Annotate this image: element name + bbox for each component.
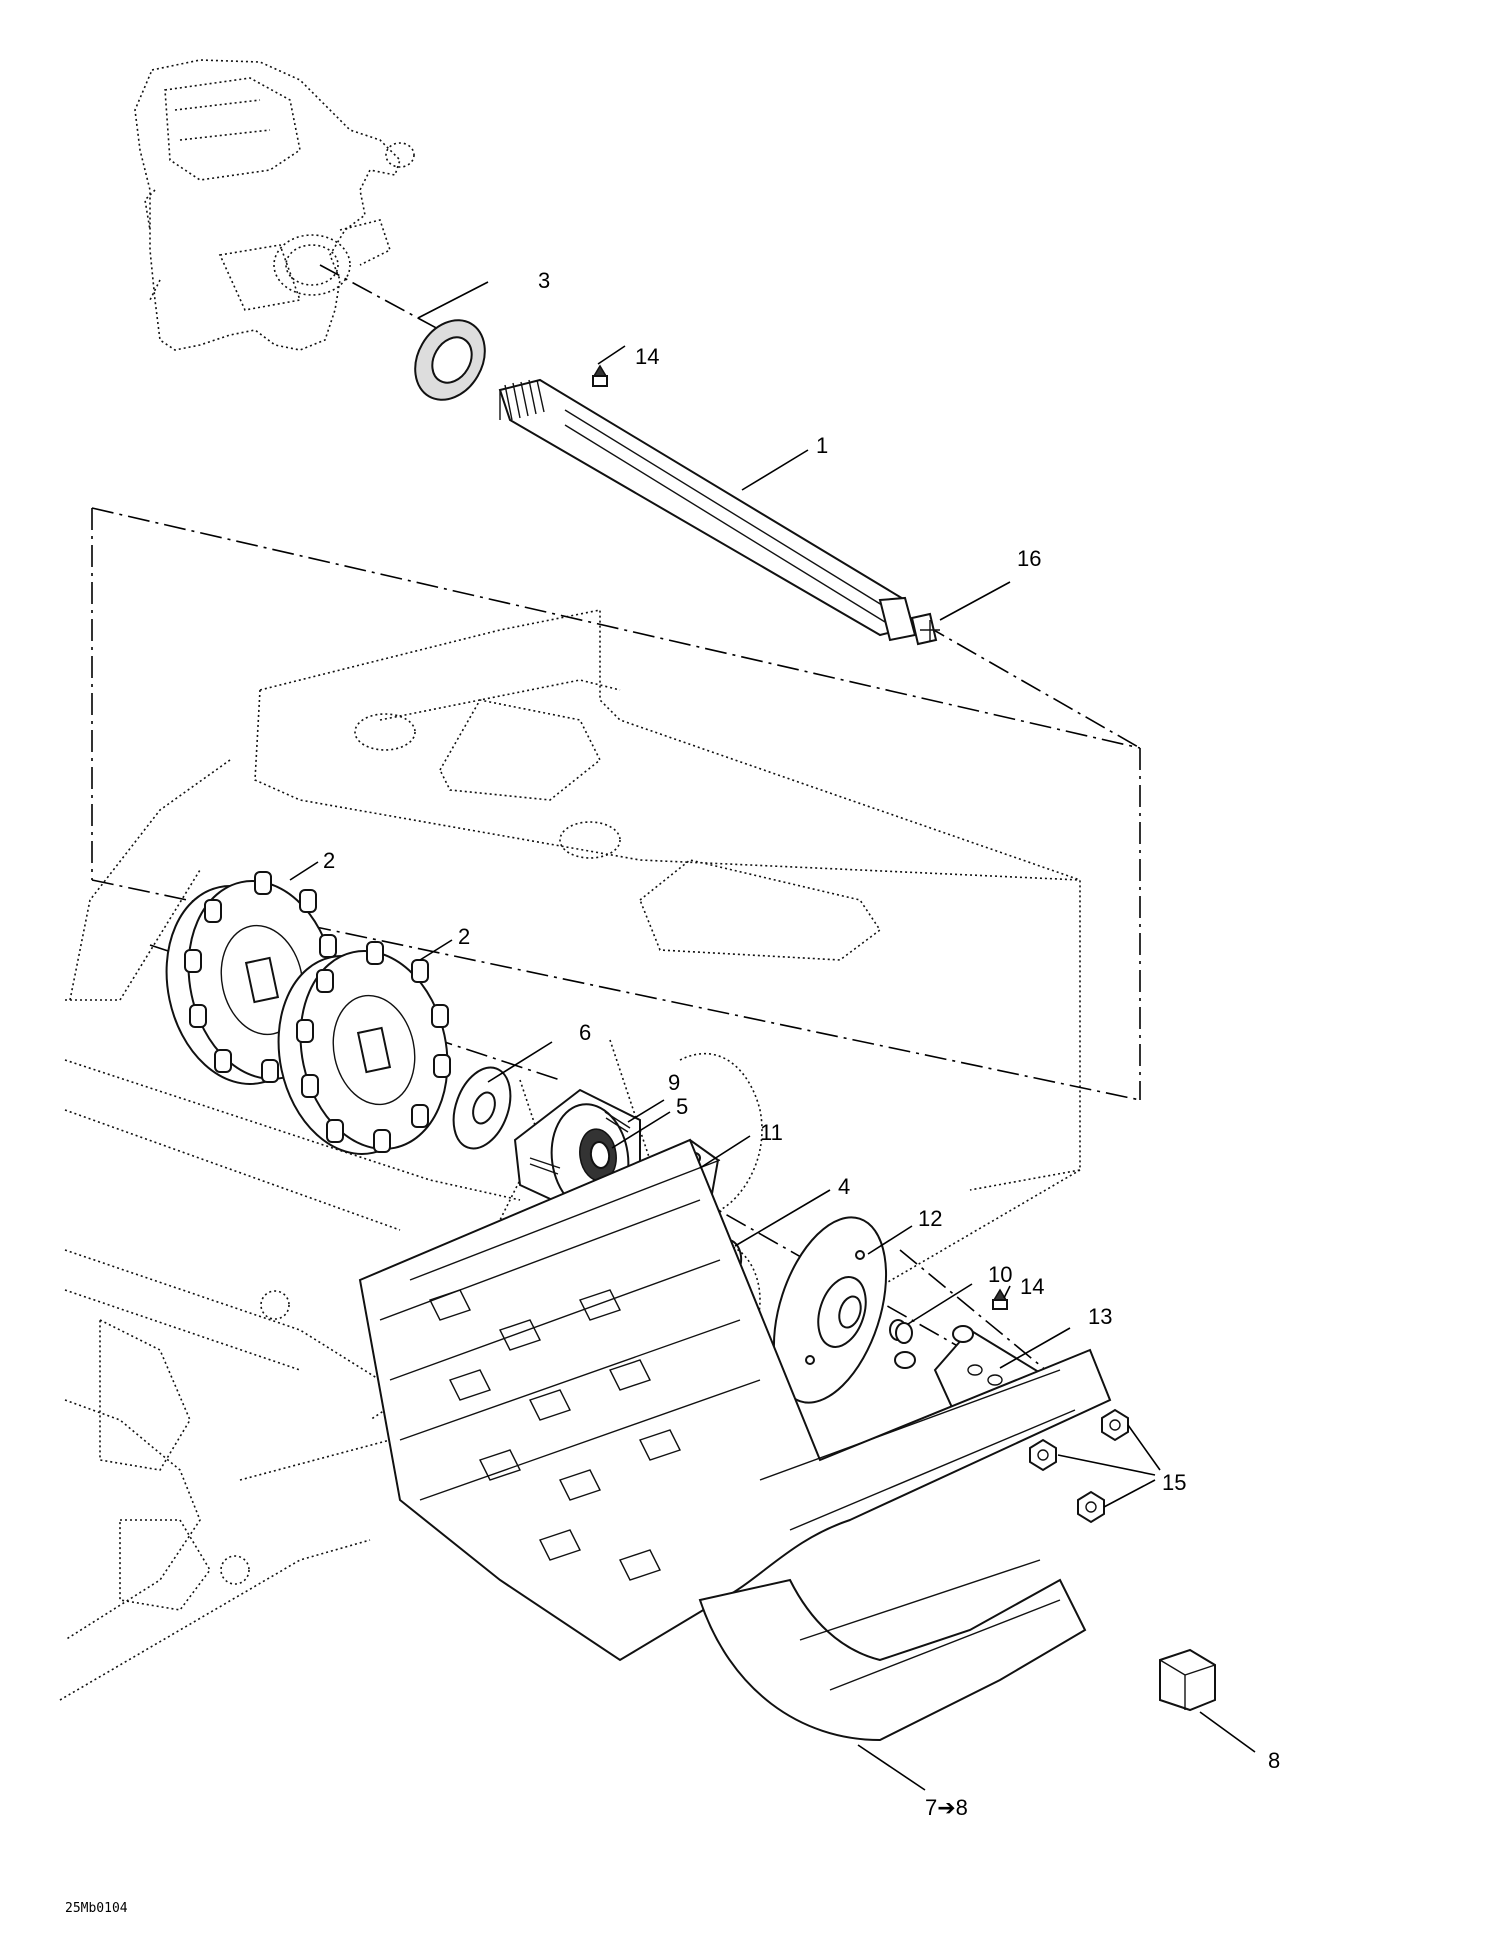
track-lugs <box>429 1289 681 1581</box>
callout-2-right: 2 <box>458 924 470 949</box>
grease-fitting-part-14-bottom <box>992 1288 1008 1310</box>
callout-11: 11 <box>760 1120 783 1145</box>
callout-10: 10 <box>988 1262 1012 1287</box>
disc-part-12 <box>772 1216 888 1404</box>
bushing-part-10 <box>889 1319 913 1344</box>
leader-lines <box>289 281 1256 1791</box>
callout-7-8: 7➔8 <box>925 1795 968 1820</box>
callout-1: 1 <box>816 433 828 458</box>
callout-16: 16 <box>1017 546 1041 571</box>
grease-fitting-part-14-top <box>592 364 608 387</box>
callout-labels: 1 2 2 3 4 5 6 7➔8 8 9 10 11 12 13 14 14 … <box>323 268 1280 1820</box>
track-part-7 <box>358 1138 1112 1742</box>
callout-9: 9 <box>668 1070 680 1095</box>
callout-2-left: 2 <box>323 848 335 873</box>
callout-8: 8 <box>1268 1748 1280 1773</box>
spacer-part-6 <box>452 1066 512 1150</box>
callout-4: 4 <box>838 1174 850 1199</box>
track-clip-part-8 <box>1159 1648 1216 1712</box>
chaincase-housing <box>134 59 415 351</box>
drive-sprocket-part-2-left <box>165 871 339 1085</box>
callout-12: 12 <box>918 1206 942 1231</box>
callout-6: 6 <box>579 1020 591 1045</box>
callout-3: 3 <box>538 268 550 293</box>
sprocket-teeth-right <box>296 941 451 1153</box>
axle-end-fitting-part-16 <box>910 612 940 646</box>
callout-14-top: 14 <box>635 344 659 369</box>
callout-14-bottom: 14 <box>1020 1274 1044 1299</box>
nuts-part-15 <box>1029 1408 1129 1524</box>
drive-sprocket-part-2-right <box>277 941 451 1155</box>
drive-axle-part-1 <box>498 378 917 642</box>
washer-part-3 <box>414 319 486 401</box>
axle-splines <box>504 379 545 421</box>
callout-5: 5 <box>676 1094 688 1119</box>
callout-13: 13 <box>1088 1304 1112 1329</box>
drawing-code: 25Mb0104 <box>65 1901 128 1916</box>
callout-15: 15 <box>1162 1470 1186 1495</box>
